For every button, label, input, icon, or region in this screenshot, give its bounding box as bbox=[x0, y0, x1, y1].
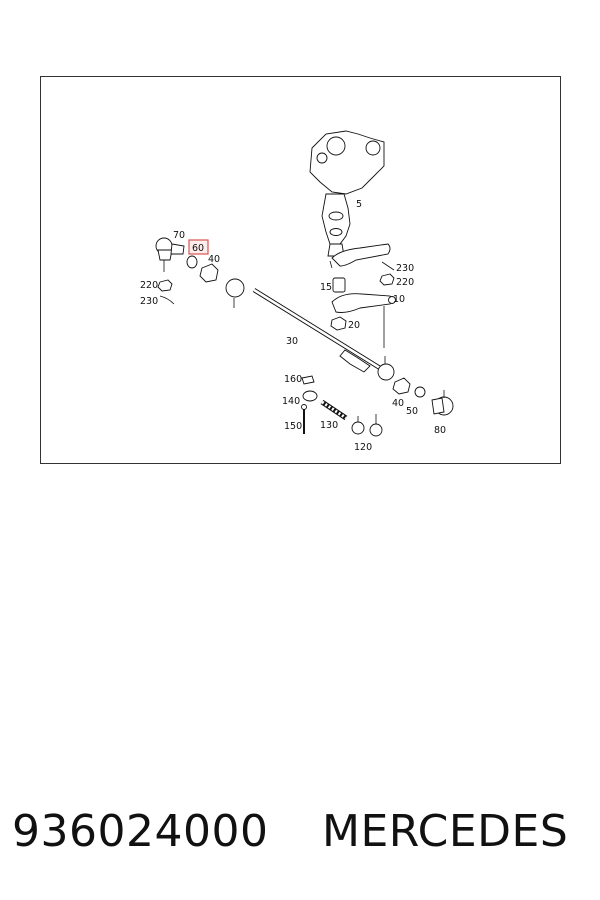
part-number: 936024000 bbox=[12, 805, 269, 857]
callout-150: 150 bbox=[284, 421, 302, 432]
callout-15: 15 bbox=[320, 282, 332, 293]
nut-left-drawing bbox=[199, 263, 219, 283]
caption: 936024000 MERCEDES bbox=[0, 796, 600, 866]
center-tie-rod-drawing bbox=[225, 278, 395, 381]
nut-drawing bbox=[330, 316, 347, 331]
callout-40-left: 40 bbox=[208, 254, 220, 265]
callout-50: 50 bbox=[406, 406, 418, 417]
callout-220-right: 220 bbox=[396, 277, 414, 288]
callout-40-right: 40 bbox=[392, 398, 404, 409]
small-nut-right-drawing bbox=[379, 273, 395, 286]
cotter-pin-right-drawing bbox=[381, 261, 395, 271]
callout-30: 30 bbox=[286, 336, 298, 347]
callout-5: 5 bbox=[356, 199, 362, 210]
bushing-drawing bbox=[332, 277, 346, 293]
nut-right-drawing bbox=[392, 377, 411, 395]
steering-gearbox-drawing bbox=[309, 130, 385, 257]
diagram-frame bbox=[40, 76, 561, 464]
parts-diagram: 5 230 220 15 10 20 30 70 60 40 220 230 1… bbox=[40, 76, 561, 464]
tie-rod-end-right-drawing bbox=[431, 390, 454, 416]
boot-drawing bbox=[186, 255, 198, 269]
tie-rod-end-left-drawing bbox=[155, 237, 185, 272]
washer-drawing bbox=[414, 386, 426, 398]
adjusting-clamp-drawing bbox=[320, 399, 348, 421]
bolt-drawing bbox=[301, 375, 315, 385]
small-nut-left-drawing bbox=[157, 279, 173, 292]
callout-160: 160 bbox=[284, 374, 302, 385]
pitman-arm-drawing bbox=[331, 243, 391, 267]
callout-230-left: 230 bbox=[140, 296, 158, 307]
ball-joint-pair-drawing bbox=[351, 414, 383, 437]
callout-60: 60 bbox=[192, 243, 204, 254]
callout-10: 10 bbox=[393, 294, 405, 305]
callout-220-left: 220 bbox=[140, 280, 158, 291]
callout-120: 120 bbox=[354, 442, 372, 453]
callout-140: 140 bbox=[282, 396, 300, 407]
brand-name: MERCEDES bbox=[322, 805, 569, 857]
callout-70: 70 bbox=[173, 230, 185, 241]
callout-80: 80 bbox=[434, 425, 446, 436]
sleeve-drawing bbox=[302, 390, 318, 402]
cotter-pin-left-drawing bbox=[159, 295, 175, 305]
callout-20: 20 bbox=[348, 320, 360, 331]
callout-130: 130 bbox=[320, 420, 338, 431]
callout-60-highlight bbox=[188, 239, 209, 255]
callout-230-right: 230 bbox=[396, 263, 414, 274]
